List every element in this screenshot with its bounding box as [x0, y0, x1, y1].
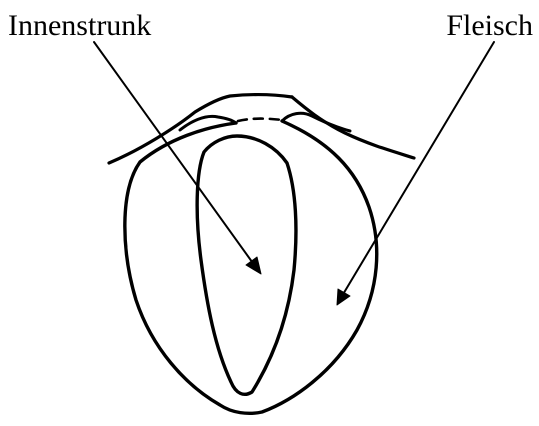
pointer-line-fleisch	[342, 42, 494, 296]
pointer-arrowhead-innenstrunk	[246, 257, 261, 274]
pointer-arrowhead-fleisch	[337, 289, 350, 305]
pointer-line-innenstrunk	[94, 42, 255, 266]
crown-center-dashes	[238, 119, 282, 121]
crown-left-outline	[109, 95, 292, 163]
crown-right-outline	[292, 97, 414, 158]
